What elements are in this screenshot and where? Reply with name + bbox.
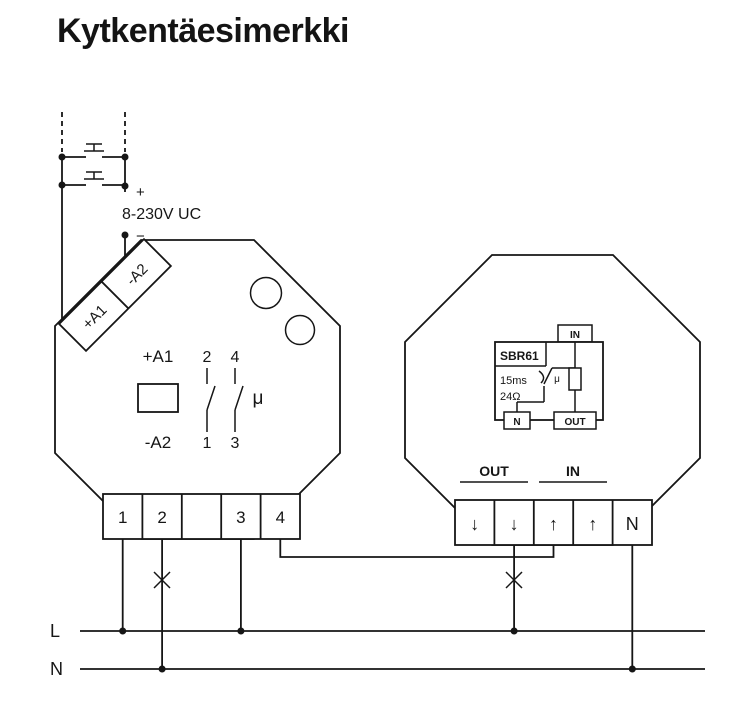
coil-minus-a2-label: -A2 bbox=[145, 433, 171, 452]
load-cross-right bbox=[505, 571, 523, 589]
terminal-label-down-1: ↓ bbox=[470, 514, 479, 534]
sbr-terminal-groups: OUT IN bbox=[460, 463, 607, 483]
contact-blade bbox=[206, 385, 216, 411]
terminal-strip-rect bbox=[454, 499, 653, 546]
junction-dot bbox=[510, 627, 518, 635]
page-title: Kytkentäesimerkki bbox=[57, 12, 350, 50]
contact-blade bbox=[234, 385, 244, 411]
load-cross-left bbox=[153, 571, 171, 589]
terminal-label-1: 1 bbox=[118, 508, 127, 527]
sbr-device: IN SBR61 15ms 24Ω μ bbox=[404, 254, 701, 546]
mounting-hole bbox=[284, 314, 316, 346]
bus-label-l: L bbox=[50, 621, 60, 641]
pushbutton-top bbox=[62, 143, 125, 158]
cross-stroke bbox=[505, 571, 523, 589]
contact-symbol-1: 2 1 bbox=[203, 349, 216, 452]
mu-mode-label: μ bbox=[253, 388, 264, 409]
wire-terminal4-to-sbr-in bbox=[279, 539, 555, 558]
terminal-label-up-2: ↑ bbox=[588, 514, 597, 534]
minus-terminal-dot bbox=[121, 231, 129, 239]
coil-plus-a1-label: +A1 bbox=[143, 347, 174, 366]
contact-number-2: 2 bbox=[203, 349, 212, 366]
module-outline bbox=[494, 341, 604, 421]
terminal-label-n: N bbox=[626, 514, 639, 534]
relay-terminal-strip: 1 2 3 4 bbox=[102, 493, 301, 540]
terminal-label-4: 4 bbox=[276, 508, 285, 527]
supply-section: + 8-230V UC − bbox=[58, 112, 201, 321]
junction-dot bbox=[119, 627, 127, 635]
bottom-wiring bbox=[121, 539, 634, 669]
mounting-hole bbox=[249, 276, 283, 310]
module-n-port-box bbox=[503, 411, 531, 430]
contact-number-1: 1 bbox=[203, 435, 212, 452]
module-out-port-box bbox=[553, 411, 597, 430]
terminal-label-2: 2 bbox=[157, 508, 166, 527]
pushbutton-bottom bbox=[62, 171, 125, 186]
bus-lines: L N bbox=[50, 621, 705, 679]
terminal-label-3: 3 bbox=[236, 508, 245, 527]
module-internal-circuit: μ bbox=[516, 342, 582, 412]
module-in-port-label: IN bbox=[570, 330, 580, 341]
terminal-strip-rect bbox=[102, 493, 301, 540]
terminal-label-up-1: ↑ bbox=[549, 514, 558, 534]
junction-dot bbox=[158, 665, 166, 673]
minus-label: − bbox=[136, 228, 145, 245]
contact-symbol-2: 4 3 bbox=[231, 349, 244, 452]
sbr-terminal-strip: ↓ ↓ ↑ ↑ N bbox=[454, 499, 653, 546]
relay-device: +A1 -A2 +A1 -A2 2 1 4 3 μ bbox=[54, 237, 341, 540]
sbr-module: IN SBR61 15ms 24Ω μ bbox=[494, 324, 604, 430]
group-out-label: OUT bbox=[479, 463, 509, 479]
circuit-contact-blade bbox=[543, 367, 553, 385]
supply-voltage-label: 8-230V UC bbox=[122, 206, 201, 223]
cross-stroke bbox=[153, 571, 171, 589]
module-name-label: SBR61 bbox=[500, 349, 539, 363]
contact-number-3: 3 bbox=[231, 435, 240, 452]
module-time-label: 15ms bbox=[500, 375, 527, 387]
terminal-label-down-2: ↓ bbox=[510, 514, 519, 534]
circuit-contact-arc bbox=[538, 370, 545, 384]
module-out-port-label: OUT bbox=[564, 417, 585, 428]
relay-coil-symbol bbox=[137, 383, 179, 413]
corner-terminal-divider bbox=[100, 280, 130, 310]
group-in-label: IN bbox=[566, 463, 580, 479]
corner-terminal-box: +A1 -A2 bbox=[57, 237, 173, 353]
junction-dot bbox=[237, 627, 245, 635]
module-n-port-label: N bbox=[513, 417, 520, 428]
bus-label-n: N bbox=[50, 659, 63, 679]
circuit-mu-label: μ bbox=[554, 374, 560, 385]
circuit-resistor bbox=[568, 367, 582, 391]
junction-dot bbox=[628, 665, 636, 673]
plus-label: + bbox=[136, 184, 145, 201]
contact-number-4: 4 bbox=[231, 349, 240, 366]
module-resistance-label: 24Ω bbox=[500, 391, 520, 403]
